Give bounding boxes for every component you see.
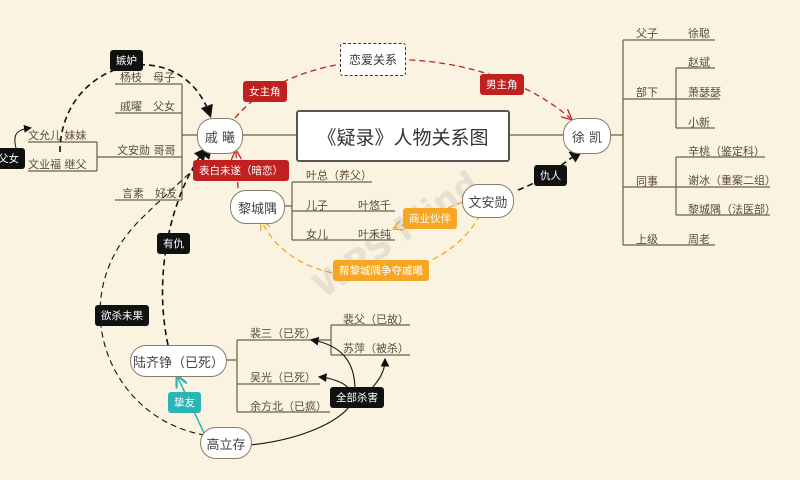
branch-label: 文业福 继父 <box>28 158 87 171</box>
relation-bang[interactable]: 帮黎城隅争夺戚曦 <box>333 260 429 281</box>
node-xukai[interactable]: 徐 凯 <box>563 118 611 154</box>
branch-label: 裴父（已故） <box>343 313 409 326</box>
branch-label: 文安勋 哥哥 <box>117 144 176 157</box>
relation-jidu[interactable]: 嫉妒 <box>110 50 143 71</box>
branch-label: 辛桃（鉴定科） <box>688 145 765 158</box>
branch-label: 女儿 <box>306 228 328 241</box>
relation-youchou[interactable]: 有仇 <box>157 233 190 254</box>
branch-label: 文允儿 妹妹 <box>28 129 87 142</box>
branch-label: 言素 好友 <box>122 187 177 200</box>
branch-label: 赵斌 <box>688 56 710 69</box>
branch-label: 苏萍（被杀） <box>343 342 409 355</box>
branch-label: 叶悠千 <box>358 199 391 212</box>
branch-label: 叶禾纯 <box>358 228 391 241</box>
relation-lianai[interactable]: 恋爱关系 <box>340 43 407 76</box>
branch-label: 戚曜 父女 <box>120 100 175 113</box>
branch-label: 小新 <box>688 116 710 129</box>
relation-biaobai[interactable]: 表白未遂（暗恋） <box>193 160 289 181</box>
relation-nanzhujiao[interactable]: 男主角 <box>480 74 524 95</box>
branch-label: 黎城隅（法医部） <box>688 203 776 216</box>
branch-label: 父子 <box>636 27 658 40</box>
branch-label: 余方北（已疯） <box>250 400 327 413</box>
branch-label: 徐聪 <box>688 27 710 40</box>
branch-label: 裴三（已死） <box>250 327 316 340</box>
node-lichengyu[interactable]: 黎城隅 <box>230 190 285 224</box>
relation-yusha[interactable]: 欲杀未果 <box>95 305 149 326</box>
relation-nvzhujiao[interactable]: 女主角 <box>243 81 287 102</box>
relation-zhiyou[interactable]: 挚友 <box>168 392 201 413</box>
branch-label: 部下 <box>636 86 658 99</box>
branch-label: 谢冰（重案二组） <box>688 174 776 187</box>
branch-label: 上级 <box>636 233 658 246</box>
branch-label: 儿子 <box>306 199 328 212</box>
branch-label: 杨枝 母子 <box>120 71 175 84</box>
branch-label: 吴光（已死） <box>250 371 316 384</box>
node-wenanxun[interactable]: 文安勋 <box>462 184 514 218</box>
relation-quanbu[interactable]: 全部杀害 <box>330 387 384 408</box>
relation-shangye[interactable]: 商业伙伴 <box>403 208 457 229</box>
branch-label: 周老 <box>688 233 710 246</box>
node-qixi[interactable]: 戚 曦 <box>197 118 243 154</box>
branch-label: 萧瑟瑟 <box>688 86 721 99</box>
node-gaolicun[interactable]: 高立存 <box>200 427 252 459</box>
title-node[interactable]: 《疑录》人物关系图 <box>296 110 510 162</box>
node-edge-left[interactable]: 父女 <box>0 148 25 169</box>
branch-label: 叶总（养父） <box>306 169 372 182</box>
branch-label: 同事 <box>636 175 658 188</box>
node-luqizheng[interactable]: 陆齐铮（已死） <box>130 345 227 377</box>
relation-chouren[interactable]: 仇人 <box>534 165 567 186</box>
